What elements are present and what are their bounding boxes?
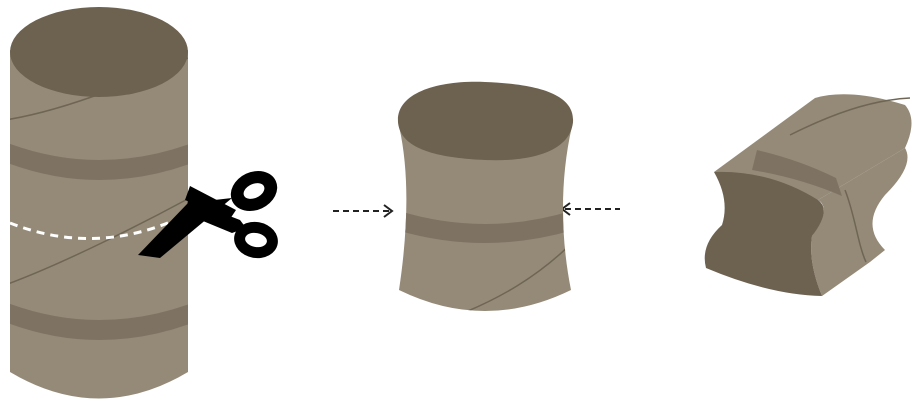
- folded-roll: [705, 94, 912, 296]
- cut-roll-pinched: [390, 82, 580, 320]
- full-roll: [0, 7, 200, 399]
- arrow-right-icon: [333, 205, 392, 217]
- full-roll-top-opening: [10, 7, 188, 97]
- pinched-roll-top-opening: [398, 82, 573, 160]
- arrow-left-icon: [562, 203, 620, 215]
